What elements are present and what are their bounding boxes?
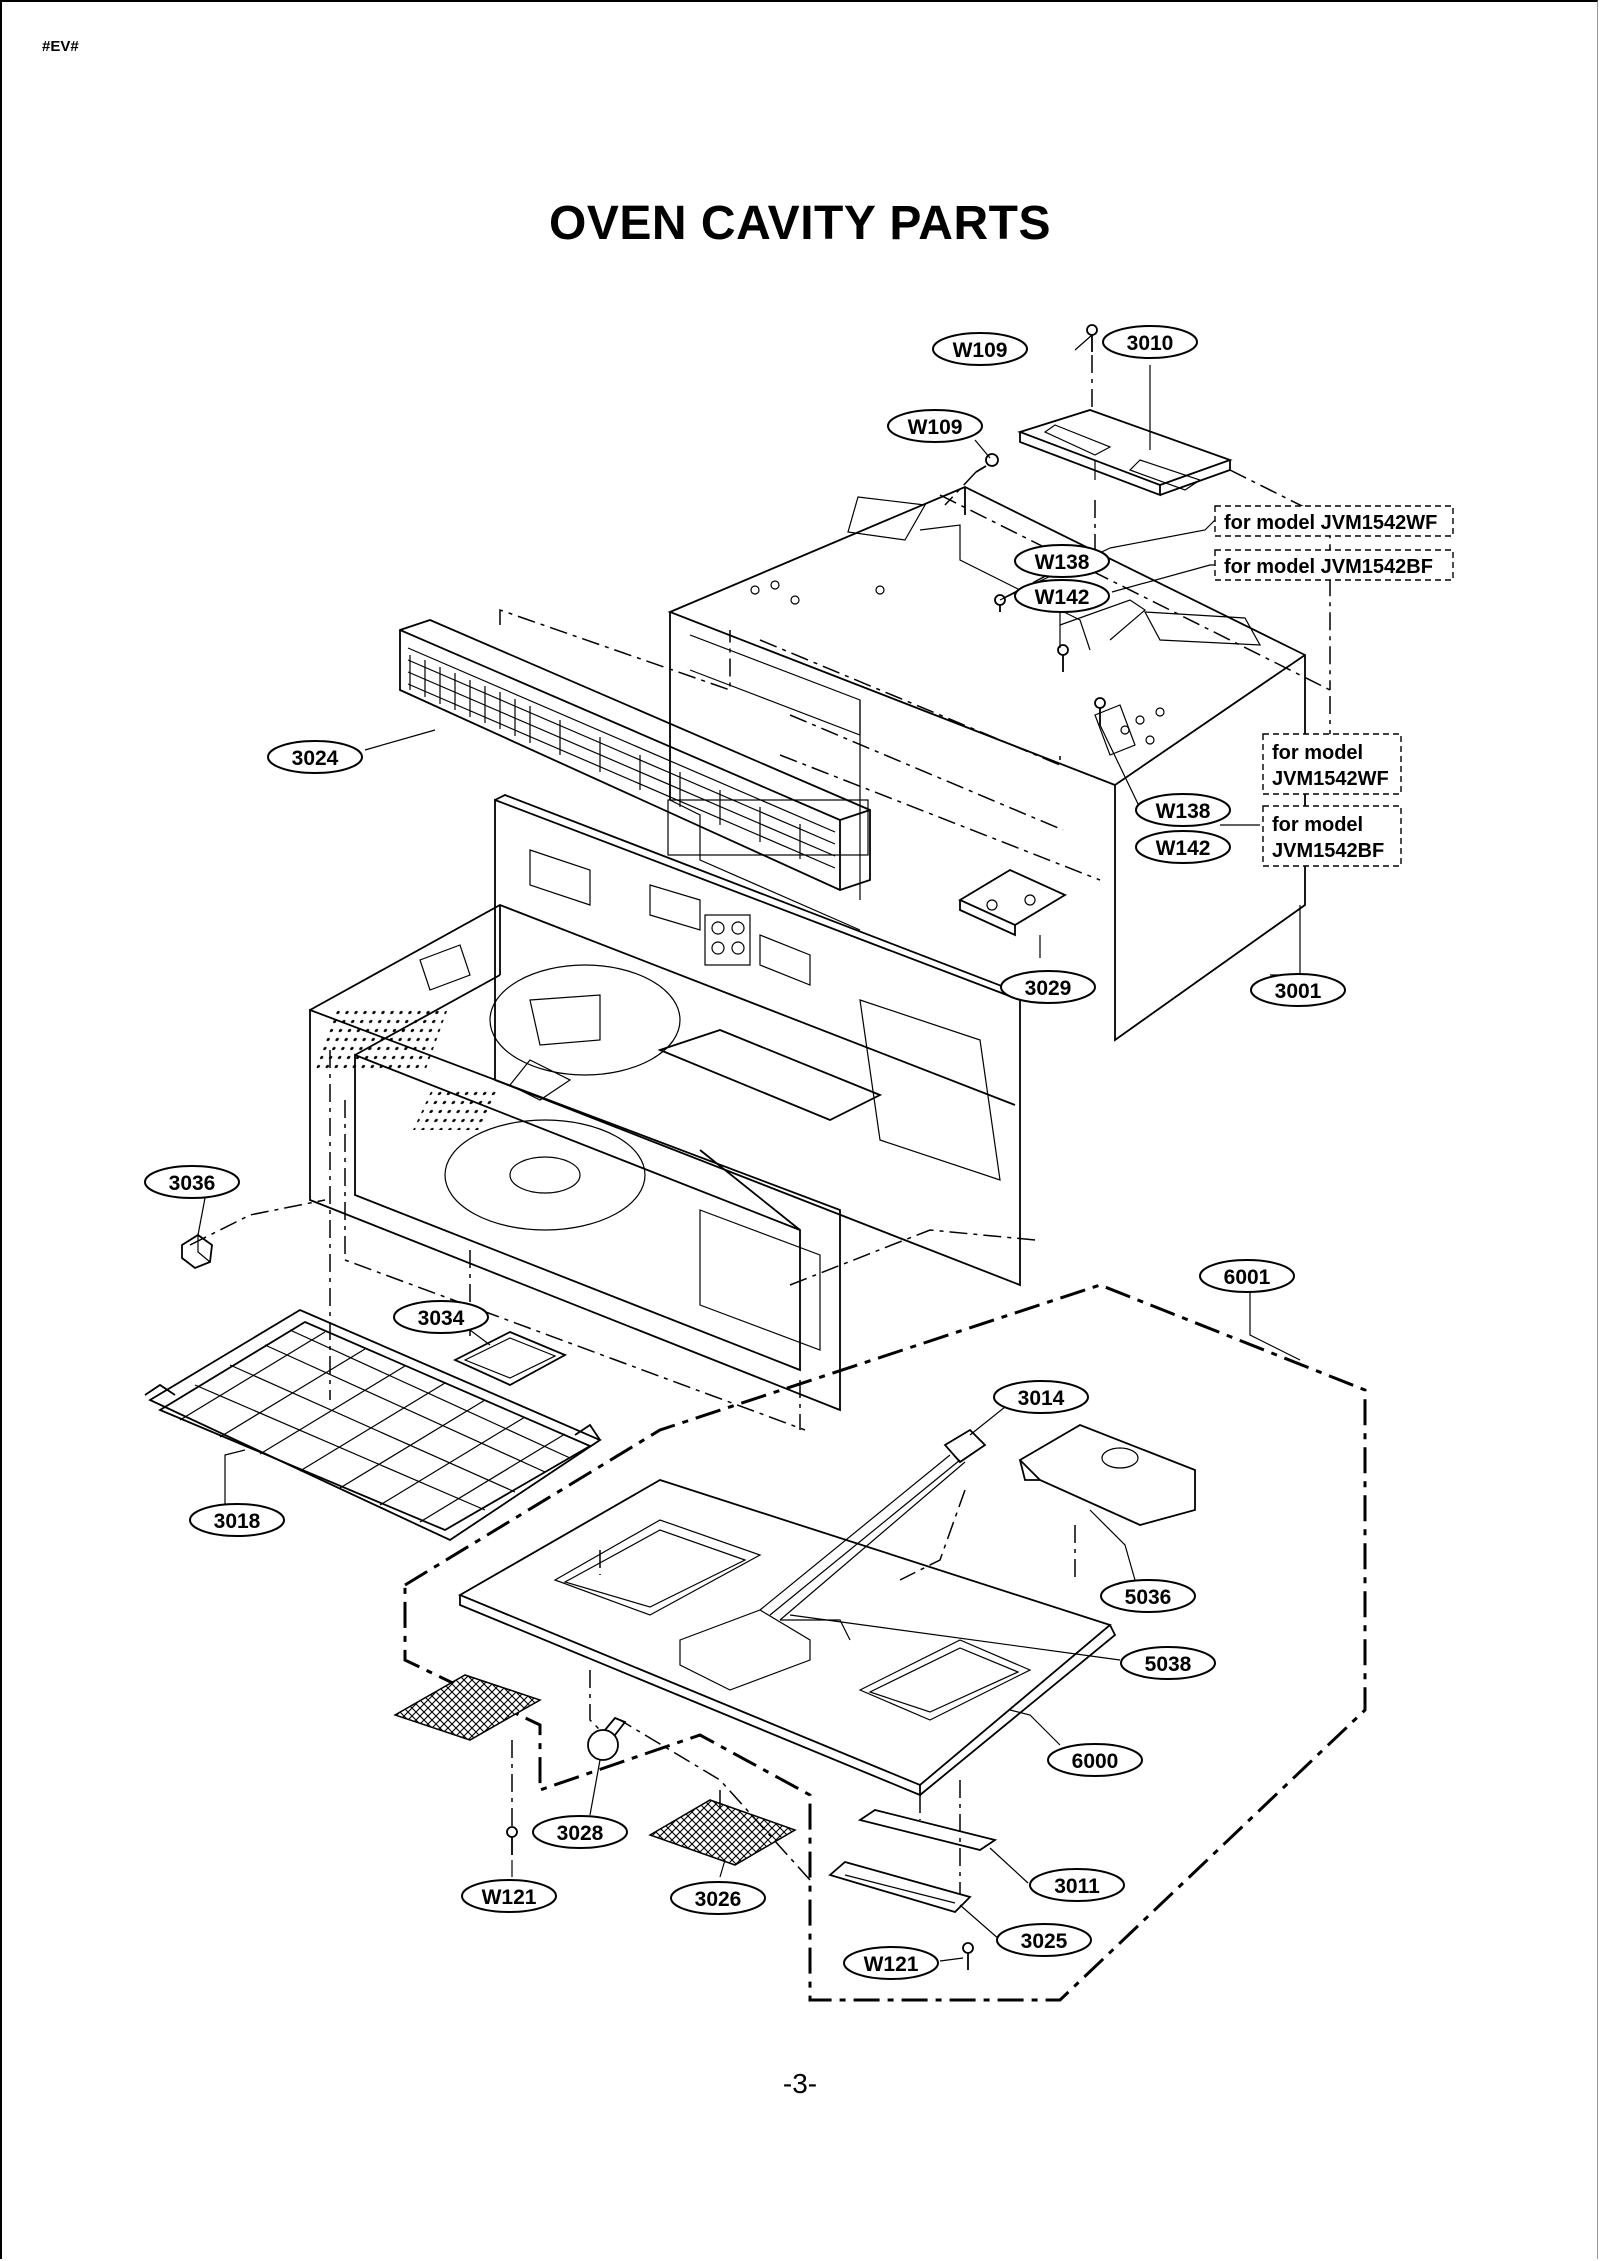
callout-3014: 3014 [993, 1380, 1089, 1414]
callout-w121-right: W121 [843, 1946, 939, 1980]
callout-w109-top: W109 [932, 332, 1028, 366]
svg-text:3026: 3026 [695, 1888, 742, 1911]
svg-text:5036: 5036 [1125, 1586, 1172, 1609]
svg-text:3029: 3029 [1025, 977, 1072, 1000]
svg-text:3011: 3011 [1054, 1875, 1100, 1898]
svg-text:JVM1542WF: JVM1542WF [1272, 768, 1389, 790]
svg-text:3018: 3018 [214, 1510, 261, 1533]
screw-w109-left [975, 453, 999, 473]
callout-6000: 6000 [1047, 1743, 1143, 1777]
svg-text:W121: W121 [482, 1886, 537, 1909]
svg-text:W142: W142 [1035, 586, 1090, 609]
callout-3011: 3011 [1029, 1868, 1125, 1902]
lamp-cover-3011 [857, 1809, 998, 1851]
model-note-top-wf: for model JVM1542WF [1214, 505, 1454, 537]
screw-w121-left [506, 1826, 518, 1855]
svg-text:W138: W138 [1156, 800, 1211, 823]
svg-text:6001: 6001 [1224, 1266, 1271, 1289]
svg-text:3028: 3028 [557, 1822, 604, 1845]
lamp-3028 [587, 1716, 627, 1761]
callout-3034: 3034 [393, 1300, 489, 1334]
callout-w142-top: W142 [1014, 579, 1110, 613]
screw-w121-right [962, 1942, 974, 1970]
latch-3036 [181, 1233, 213, 1270]
outer-case-3001 [667, 486, 1306, 1042]
harness-3014 [759, 1428, 987, 1641]
callout-w142-right: W142 [1135, 830, 1231, 864]
svg-text:for model JVM1542WF: for model JVM1542WF [1224, 512, 1437, 534]
svg-text:3014: 3014 [1018, 1387, 1065, 1410]
callout-3010: 3010 [1102, 325, 1198, 359]
callout-3029: 3029 [1000, 970, 1096, 1004]
doc-tag: #EV# [42, 38, 79, 55]
grease-filter-left [393, 1674, 542, 1741]
screw-w138-right [1094, 697, 1106, 725]
callout-3001: 3001 [1250, 973, 1346, 1007]
lamp-cover-3025 [828, 1861, 972, 1914]
bracket-3029 [958, 868, 1067, 937]
base-assembly-6001-outline [403, 1283, 1367, 2002]
svg-text:W109: W109 [953, 339, 1008, 362]
svg-text:3036: 3036 [169, 1172, 216, 1195]
page-title: OVEN CAVITY PARTS [549, 197, 1051, 250]
page-number: -3- [782, 2068, 818, 2099]
svg-text:3010: 3010 [1127, 332, 1174, 355]
svg-text:W109: W109 [908, 416, 963, 439]
callout-3024: 3024 [267, 740, 363, 774]
svg-text:3024: 3024 [292, 747, 339, 770]
svg-text:3034: 3034 [418, 1307, 465, 1330]
svg-text:for model JVM1542BF: for model JVM1542BF [1224, 556, 1433, 578]
callout-w138-right: W138 [1135, 793, 1231, 827]
callout-3028: 3028 [532, 1815, 628, 1849]
svg-text:3025: 3025 [1021, 1930, 1068, 1953]
svg-text:for model: for model [1272, 742, 1363, 764]
svg-text:W138: W138 [1035, 551, 1090, 574]
svg-text:6000: 6000 [1072, 1750, 1119, 1773]
vent-grille-3024 [399, 619, 871, 891]
svg-text:5038: 5038 [1145, 1653, 1192, 1676]
svg-text:W121: W121 [864, 1953, 919, 1976]
base-plate-6000 [457, 1479, 1117, 1797]
callout-w138-top: W138 [1014, 544, 1110, 578]
svg-text:W142: W142 [1156, 837, 1211, 860]
svg-text:JVM1542BF: JVM1542BF [1272, 840, 1384, 862]
oven-cavity-frame [309, 794, 1026, 1412]
cover-5036 [1018, 1424, 1196, 1526]
callout-5036: 5036 [1100, 1579, 1196, 1613]
callout-3026: 3026 [670, 1881, 766, 1915]
screw-w138-top [994, 594, 1006, 612]
callout-3036: 3036 [144, 1165, 240, 1199]
callout-w109-left: W109 [887, 409, 983, 443]
model-note-right-bf: for model JVM1542BF [1262, 805, 1402, 867]
callout-5038: 5038 [1120, 1646, 1216, 1680]
callout-6001: 6001 [1199, 1259, 1295, 1293]
svg-text:for model: for model [1272, 814, 1363, 836]
waveguide-cover-3034 [452, 1331, 568, 1387]
wire-rack-3018 [144, 1308, 602, 1542]
callout-3025: 3025 [996, 1923, 1092, 1957]
callout-w121-left: W121 [461, 1879, 557, 1913]
grease-filter-3026 [648, 1799, 797, 1866]
control-bracket-3010 [1017, 409, 1233, 497]
screw-w142-top [1057, 644, 1069, 672]
model-note-top-bf: for model JVM1542BF [1214, 549, 1454, 581]
callout-3018: 3018 [189, 1503, 285, 1537]
svg-text:3001: 3001 [1275, 980, 1322, 1003]
model-note-right-wf: for model JVM1542WF [1262, 733, 1402, 795]
